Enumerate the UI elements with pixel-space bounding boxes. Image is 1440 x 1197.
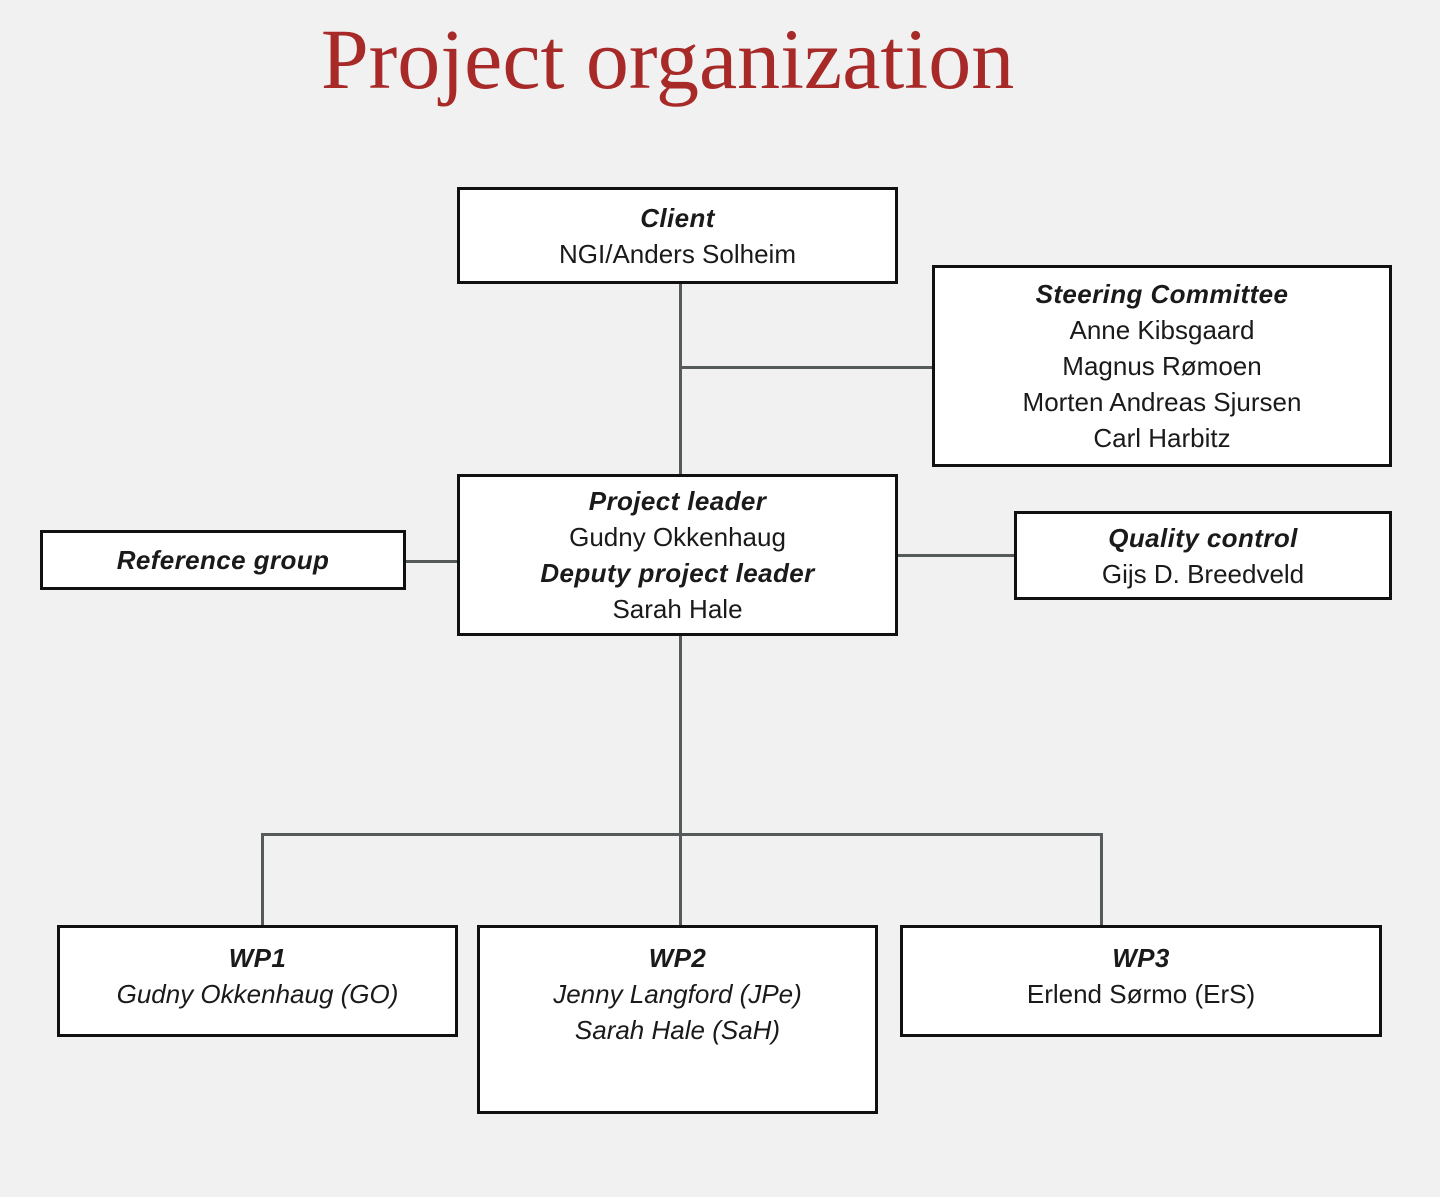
node-steering-committee-line-2: Magnus Rømoen xyxy=(1062,351,1262,381)
node-steering-committee-line-3: Morten Andreas Sjursen xyxy=(1022,387,1302,417)
node-project-leader[interactable]: Project leader Gudny Okkenhaug Deputy pr… xyxy=(457,474,898,636)
node-wp2[interactable]: WP2 Jenny Langford (JPe) Sarah Hale (SaH… xyxy=(477,925,878,1114)
node-wp3-line-1: Erlend Sørmo (ErS) xyxy=(1026,979,1256,1009)
connector-client-to-project-leader xyxy=(679,284,682,476)
node-quality-control[interactable]: Quality control Gijs D. Breedveld xyxy=(1014,511,1392,600)
connector-workpackage-bus xyxy=(261,833,1103,836)
node-client-line-1: NGI/Anders Solheim xyxy=(559,238,796,269)
node-wp2-line-1: Jenny Langford (JPe) xyxy=(553,979,802,1009)
node-client-header: Client xyxy=(640,202,715,233)
node-wp1[interactable]: WP1 Gudny Okkenhaug (GO) xyxy=(57,925,458,1037)
connector-bus-to-wp3 xyxy=(1100,833,1103,927)
connector-project-leader-to-quality-control xyxy=(896,554,1016,557)
node-deputy-project-leader-line-1: Sarah Hale xyxy=(612,594,743,624)
node-client[interactable]: Client NGI/Anders Solheim xyxy=(457,187,898,284)
connector-project-leader-to-workpackages xyxy=(679,636,682,927)
node-reference-group[interactable]: Reference group xyxy=(40,530,406,590)
page-title: Project organization xyxy=(320,11,1015,107)
connector-project-leader-to-reference-group xyxy=(404,560,460,563)
node-wp2-header: WP2 xyxy=(648,943,707,973)
node-steering-committee-line-4: Carl Harbitz xyxy=(1093,423,1231,453)
connector-client-to-steering-committee xyxy=(681,366,934,369)
node-wp1-header: WP1 xyxy=(228,943,287,973)
node-wp2-line-2: Sarah Hale (SaH) xyxy=(574,1015,781,1045)
node-project-leader-header: Project leader xyxy=(588,486,767,516)
node-steering-committee-line-1: Anne Kibsgaard xyxy=(1069,315,1255,345)
node-wp1-line-1: Gudny Okkenhaug (GO) xyxy=(116,979,399,1009)
node-steering-committee-header: Steering Committee xyxy=(1035,279,1289,309)
node-quality-control-header: Quality control xyxy=(1108,522,1298,553)
node-wp3-header: WP3 xyxy=(1112,943,1170,973)
node-project-leader-line-1: Gudny Okkenhaug xyxy=(569,522,786,552)
node-quality-control-line-1: Gijs D. Breedveld xyxy=(1101,558,1305,589)
connector-bus-to-wp1 xyxy=(261,833,264,927)
node-reference-group-header: Reference group xyxy=(116,545,330,575)
node-steering-committee[interactable]: Steering Committee Anne Kibsgaard Magnus… xyxy=(932,265,1392,467)
node-deputy-project-leader-header: Deputy project leader xyxy=(540,558,815,588)
node-wp3[interactable]: WP3 Erlend Sørmo (ErS) xyxy=(900,925,1382,1037)
